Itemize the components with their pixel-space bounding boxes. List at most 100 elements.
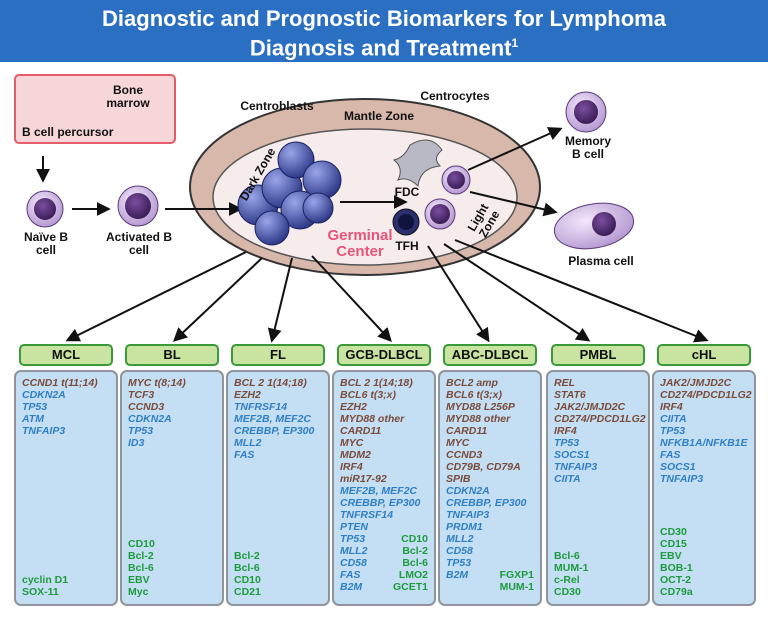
gene-row: MYC xyxy=(446,437,470,449)
gene-row: CREBBP, EP300 xyxy=(234,425,315,437)
gene-row: FAS xyxy=(660,449,681,461)
gene-row: TNFAIP3 xyxy=(554,461,598,473)
centroblast-cluster xyxy=(237,141,342,246)
marker-item: Bcl-6 xyxy=(402,557,428,569)
marker-item: FGXP1 xyxy=(499,569,534,581)
marker-item: CD10 xyxy=(234,574,261,586)
gene-marker-row: CD58 Bcl-6 xyxy=(340,557,428,569)
gene-row: CARD11 xyxy=(340,425,382,437)
marker-item: Bcl-2 xyxy=(402,545,428,557)
marker-item: CD10 xyxy=(401,533,428,545)
gene-row: FAS xyxy=(234,449,255,461)
gene-row: CCND3 xyxy=(446,449,483,461)
marker-item: cyclin D1 xyxy=(22,574,69,586)
gene-row: TP53 xyxy=(446,557,472,569)
marker-item: Bcl-2 xyxy=(234,550,260,562)
marker-item: MUM-1 xyxy=(499,581,534,593)
gene-row: IRF4 xyxy=(554,425,577,437)
gene-marker-row: MLL2 Bcl-2 xyxy=(340,545,428,557)
memory-b-cell-label: Memory B cell xyxy=(564,134,611,161)
gene-marker-row: MUM-1 xyxy=(446,581,534,593)
b-cell-precursor-label: B cell percursor xyxy=(22,125,114,139)
lymphoma-tab-chl: cHL xyxy=(657,344,751,366)
gene-row: SPIB xyxy=(446,473,471,485)
gene-row: PRDM1 xyxy=(446,521,483,533)
marker-item: Bcl-6 xyxy=(234,562,260,574)
gene-row: TCF3 xyxy=(128,389,155,401)
gene-item: MLL2 xyxy=(340,545,368,557)
gene-row: TNFRSF14 xyxy=(340,509,394,521)
gene-row: CDKN2A xyxy=(128,413,172,425)
gene-row: BCL6 t(3;x) xyxy=(446,389,503,401)
gene-row: SOCS1 xyxy=(660,461,696,473)
gene-item: FAS xyxy=(340,569,361,581)
centroblasts-label: Centroblasts xyxy=(240,99,314,113)
gene-row: MYC t(8;14) xyxy=(128,377,186,389)
gene-row: TP53 xyxy=(660,425,686,437)
marker-item: Bcl-2 xyxy=(128,550,154,562)
gene-row: MYD88 other xyxy=(340,413,405,425)
gene-row: ATM xyxy=(22,413,44,425)
gene-row: IRF4 xyxy=(660,401,683,413)
mantle-zone-label: Mantle Zone xyxy=(343,109,414,123)
marker-item: EBV xyxy=(128,574,150,586)
fdc-label: FDC xyxy=(394,185,420,199)
marker-item: CD10 xyxy=(128,538,155,550)
gene-row: CDKN2A xyxy=(446,485,490,497)
gene-row: CIITA xyxy=(554,473,581,485)
gene-row: TP53 xyxy=(128,425,154,437)
gene-item: CD58 xyxy=(340,557,367,569)
gene-row: NFKB1A/NFKB1E xyxy=(660,437,748,449)
lymphoma-tab-mcl: MCL xyxy=(19,344,113,366)
marker-item: c-Rel xyxy=(554,574,580,586)
naive-b-cell-label: Naïve B cell xyxy=(23,230,69,257)
lymphoma-tab-pmbl: PMBL xyxy=(551,344,645,366)
gene-row: MYC xyxy=(340,437,364,449)
gene-row: CIITA xyxy=(660,413,687,425)
gene-row: EZH2 xyxy=(340,401,367,413)
gene-row: STAT6 xyxy=(554,389,586,401)
gene-row: MLL2 xyxy=(234,437,262,449)
gene-row: IRF4 xyxy=(340,461,363,473)
lymphoma-tab-fl: FL xyxy=(231,344,325,366)
gene-row: SOCS1 xyxy=(554,449,590,461)
gene-row: CD58 xyxy=(446,545,473,557)
gene-row: JAK2/JMJD2C xyxy=(660,377,732,389)
gene-item: B2M xyxy=(446,569,469,581)
gene-row: MEF2B, MEF2C xyxy=(234,413,312,425)
tfh-label: TFH xyxy=(395,239,419,253)
fdc-cell xyxy=(392,139,443,188)
gene-row: PTEN xyxy=(340,521,369,533)
title-line-1: Diagnostic and Prognostic Biomarkers for… xyxy=(102,6,666,31)
gene-row: JAK2/JMJD2C xyxy=(554,401,626,413)
gene-row: ID3 xyxy=(128,437,145,449)
gene-row: TNFRSF14 xyxy=(234,401,288,413)
gene-row: EZH2 xyxy=(234,389,261,401)
gene-row: MYD88 other xyxy=(446,413,511,425)
gene-row: BCL 2 1(14;18) xyxy=(340,377,413,389)
marker-item: CD30 xyxy=(660,526,687,538)
marker-item: OCT-2 xyxy=(660,574,691,586)
gene-row: TNFAIP3 xyxy=(22,425,66,437)
germinal-center-label: Germinal Center xyxy=(327,227,393,260)
marker-item: Bcl-6 xyxy=(554,550,580,562)
gene-row: CD274/PDCD1LG2 xyxy=(660,389,752,401)
page-title: Diagnostic and Prognostic Biomarkers for… xyxy=(0,0,768,62)
centrocytes-label: Centrocytes xyxy=(420,89,490,103)
gene-row: MEF2B, MEF2C xyxy=(340,485,418,497)
marker-item: MUM-1 xyxy=(554,562,589,574)
gene-row: CD79B, CD79A xyxy=(446,461,521,473)
gene-row: BCL2 amp xyxy=(446,377,498,389)
marker-item: CD30 xyxy=(554,586,581,598)
